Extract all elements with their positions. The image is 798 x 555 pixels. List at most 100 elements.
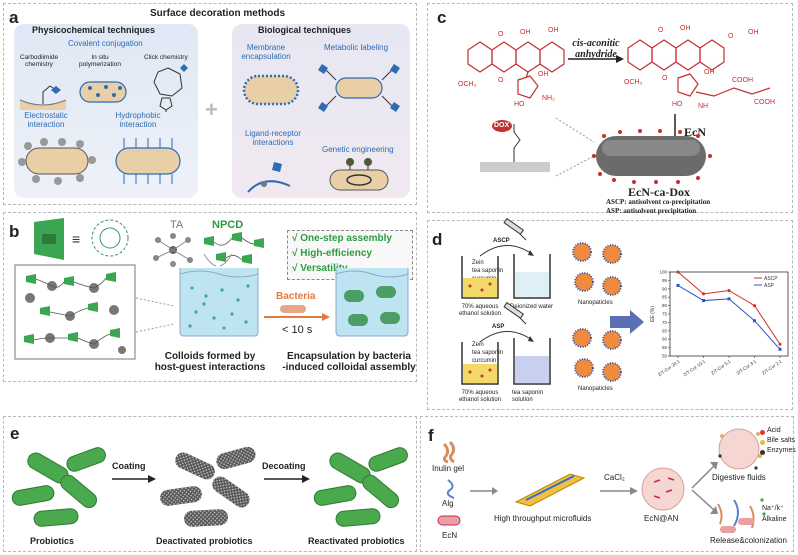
click-label: Click chemistry xyxy=(144,54,188,61)
data-point-ascp xyxy=(676,270,680,274)
deactivated-caption: Deactivated probiotics xyxy=(156,536,253,546)
digestive-label: Digestive fluids xyxy=(712,473,766,482)
process-arrow xyxy=(264,313,330,321)
data-point-ascp xyxy=(778,342,782,346)
beaker-encapsulated xyxy=(335,268,409,337)
bio-box xyxy=(232,24,410,198)
inulin-label: Inulin gel xyxy=(432,464,465,473)
panel-a-label: a xyxy=(9,8,19,27)
deactivated-group xyxy=(160,446,256,527)
y-tick-label: 75 xyxy=(662,312,668,317)
genetic-graphic xyxy=(329,158,389,191)
coating-label: Coating xyxy=(112,461,146,471)
x-tick-label: Z/T-Cur 10:1 xyxy=(683,358,707,377)
encapsulation-caption: Encapsulation by bacteria -induced collo… xyxy=(282,351,416,373)
ta-label: TA xyxy=(170,219,184,231)
svg-text:HO: HO xyxy=(672,101,683,108)
reactivated-caption: Reactivated probiotics xyxy=(308,536,405,546)
enzyme-dot xyxy=(760,450,765,455)
panel-c xyxy=(427,3,793,213)
panel-e xyxy=(3,416,417,552)
hydrophobic-label: Hydrophobic interaction xyxy=(115,111,161,129)
time-label: < 10 s xyxy=(282,324,313,336)
zoom-lines xyxy=(555,117,595,177)
nanoparticles-bottom-label: Nanopaticles xyxy=(578,386,613,392)
svg-text:O: O xyxy=(728,33,734,40)
y-tick-label: 50 xyxy=(662,354,668,359)
svg-text:OH: OH xyxy=(704,69,715,76)
insitu-graphic xyxy=(79,81,127,103)
colloids-caption: Colloids formed by host-guest interactio… xyxy=(154,351,266,373)
y-tick-label: 100 xyxy=(659,270,667,275)
panel-a-title: Surface decoration methods xyxy=(150,8,286,19)
plus-sign: + xyxy=(205,97,218,122)
y-tick-label: 55 xyxy=(662,345,668,350)
svg-text:OCH₃: OCH₃ xyxy=(458,81,477,88)
reaction-arrow-c xyxy=(568,55,624,63)
alkaline-label: Alkaline xyxy=(762,516,787,523)
svg-text:OH: OH xyxy=(520,29,531,36)
svg-text:OH: OH xyxy=(748,29,759,36)
data-point-ascp xyxy=(753,304,756,308)
svg-text:O: O xyxy=(498,77,504,84)
panel-b xyxy=(3,212,417,382)
electrostatic-label: Electrostatic interaction xyxy=(24,111,68,129)
legend-saponin-1: tea saponin xyxy=(472,268,504,274)
digestive-capsule xyxy=(718,428,762,470)
dashed-connector xyxy=(135,297,175,333)
svg-text:≡: ≡ xyxy=(72,231,80,247)
metabolic-graphic xyxy=(318,64,400,112)
svg-text:OH: OH xyxy=(538,71,549,78)
hydrophobic-graphic xyxy=(115,138,181,184)
svg-text:NH: NH xyxy=(698,103,708,110)
x-tick-label: Z/T-Cur 5:1 xyxy=(710,358,732,375)
click-graphic xyxy=(153,64,188,112)
microfluids-label: High throughput microfluids xyxy=(494,514,592,523)
y-tick-label: 90 xyxy=(662,286,668,291)
reactivated-group xyxy=(313,447,408,527)
carbodiimide-label: Carbodiimide chemistry xyxy=(19,54,59,69)
bacteria-label: Bacteria xyxy=(276,291,316,302)
panel-a xyxy=(3,3,417,205)
input-arrow xyxy=(470,487,498,495)
arrow-drop-in xyxy=(203,253,233,267)
data-point-asp xyxy=(778,347,782,351)
ascp-definition: ASCP: antisolvent co-precipitation xyxy=(606,198,711,206)
beaker-d4-label: tea saponin solution xyxy=(512,390,544,403)
legend-curcumin-2: curcumin xyxy=(472,358,497,364)
bile-label: Bile salts xyxy=(767,437,796,444)
ecn-input-label: EcN xyxy=(442,531,458,540)
release-label: Release&colonization xyxy=(710,536,787,545)
y-tick-label: 65 xyxy=(662,328,668,333)
release-graphic xyxy=(717,498,766,533)
ta-molecule xyxy=(153,233,193,267)
y-axis-label: EE (%) xyxy=(650,306,656,322)
covalent-label: Covalent conjugation xyxy=(68,39,143,48)
svg-text:HO: HO xyxy=(514,101,525,108)
npcd-molecule xyxy=(204,232,264,264)
legend-saponin-2: tea saponin xyxy=(472,350,504,356)
svg-text:NH₂: NH₂ xyxy=(542,95,555,102)
data-point-ascp xyxy=(702,292,705,296)
feature-one-step: √ One-step assembly xyxy=(292,233,392,244)
physico-title: Physicochemical techniques xyxy=(32,25,156,35)
inulin-icon xyxy=(442,440,456,464)
colloid-network-box xyxy=(14,264,136,360)
svg-text:COOH: COOH xyxy=(732,77,753,84)
cacl2-label: CaCl₂ xyxy=(604,473,625,482)
asp-arrow-label: ASP xyxy=(492,324,505,330)
reagent-label: cis-aconitic anhydride xyxy=(572,38,620,60)
coating-arrow xyxy=(112,475,156,483)
svg-text:O: O xyxy=(498,31,504,38)
panel-f-label: f xyxy=(428,426,434,445)
cyclodextrin-graphic: ≡ xyxy=(34,218,129,260)
legend-zein-1: Zein xyxy=(472,260,484,266)
beaker-d2-label: Deionized water xyxy=(510,304,554,310)
split-arrows xyxy=(691,462,718,514)
ecnan-label: EcN@AN xyxy=(644,514,679,523)
cacl2-arrow xyxy=(600,487,638,495)
series-line-asp xyxy=(677,285,781,350)
ecn-bacterium xyxy=(592,129,712,184)
membrane-label: Membrane encapsulation xyxy=(241,43,291,61)
